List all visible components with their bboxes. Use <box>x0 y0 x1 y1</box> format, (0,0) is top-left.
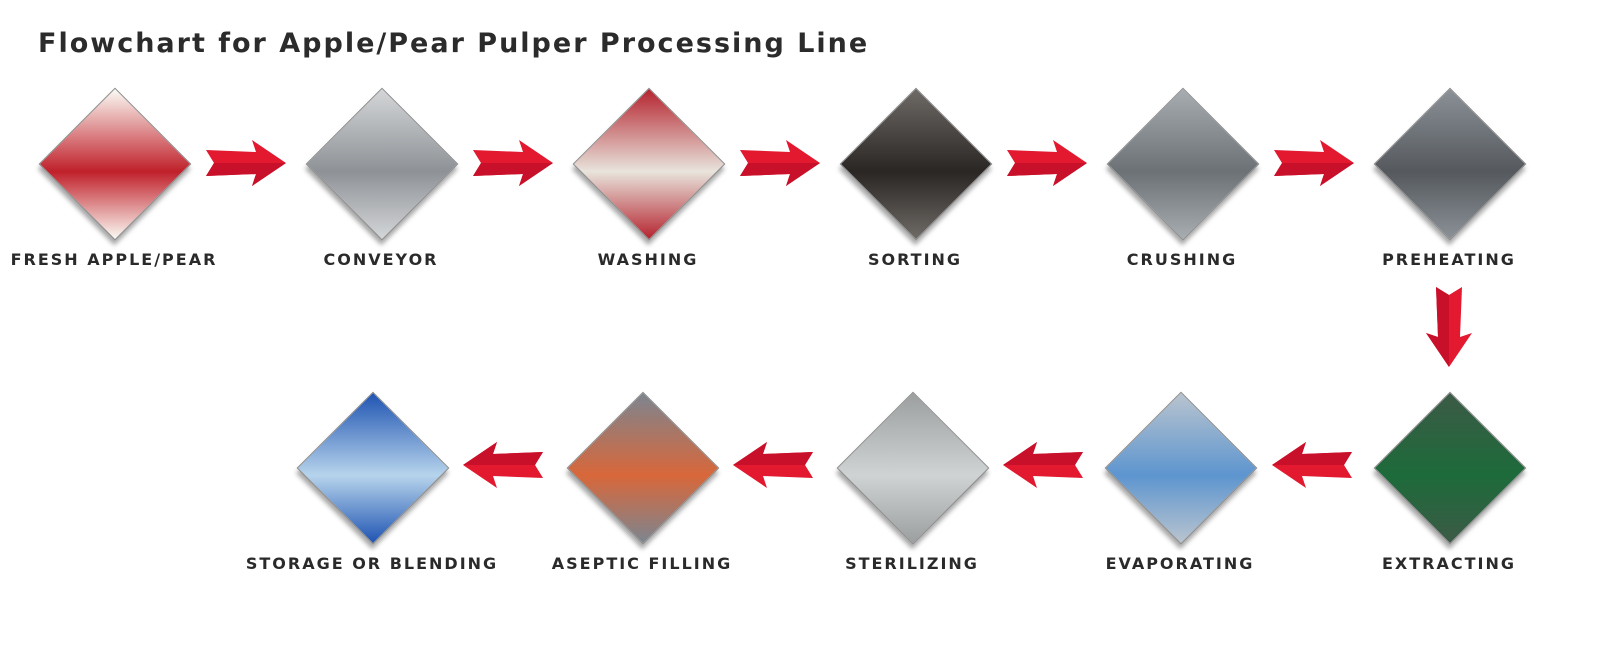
step-label: EXTRACTING <box>1381 554 1516 573</box>
step-image-frame <box>836 391 990 545</box>
extracting-photo <box>1373 391 1527 545</box>
storage-drums-photo <box>296 391 450 545</box>
arrow-right-icon <box>473 138 553 188</box>
page-title: Flowchart for Apple/Pear Pulper Processi… <box>38 28 870 59</box>
conveyor-photo <box>305 87 459 241</box>
step-label: STORAGE OR BLENDING <box>245 554 499 573</box>
flow-step: EVAPORATING <box>1100 391 1260 592</box>
step-image-frame <box>1373 391 1527 545</box>
arrow-left-icon <box>1003 440 1083 490</box>
flow-step: SORTING <box>835 87 995 288</box>
step-image-frame <box>839 87 993 241</box>
step-image-frame <box>1104 391 1258 545</box>
step-image-frame <box>566 391 720 545</box>
arrow-left-icon <box>1272 440 1352 490</box>
step-image-frame <box>1373 87 1527 241</box>
step-label: FRESH APPLE/PEAR <box>10 250 218 269</box>
crushing-photo <box>1106 87 1260 241</box>
flow-step: ASEPTIC FILLING <box>552 391 730 592</box>
step-label: SORTING <box>867 250 963 269</box>
flow-step: PREHEATING <box>1369 87 1529 288</box>
flow-step: CRUSHING <box>1102 87 1262 288</box>
aseptic-filling-photo <box>566 391 720 545</box>
washing-photo <box>572 87 726 241</box>
arrow-left-icon <box>463 440 543 490</box>
arrow-right-icon <box>206 138 286 188</box>
flow-step: STORAGE OR BLENDING <box>246 391 496 592</box>
step-label: PREHEATING <box>1382 250 1516 269</box>
step-image-frame <box>572 87 726 241</box>
sterilizing-photo <box>836 391 990 545</box>
step-image-frame <box>305 87 459 241</box>
flow-step: FRESH APPLE/PEAR <box>11 87 215 288</box>
step-image-frame <box>1106 87 1260 241</box>
step-label: ASEPTIC FILLING <box>551 554 733 573</box>
arrow-right-icon <box>1274 138 1354 188</box>
flow-step: WASHING <box>568 87 728 288</box>
flow-step: CONVEYOR <box>301 87 461 288</box>
arrow-down-icon <box>1424 287 1474 367</box>
step-label: STERILIZING <box>845 554 979 573</box>
arrow-left-icon <box>733 440 813 490</box>
preheating-photo <box>1373 87 1527 241</box>
step-image-frame <box>296 391 450 545</box>
flow-step: STERILIZING <box>832 391 992 592</box>
evaporating-photo <box>1104 391 1258 545</box>
arrow-right-icon <box>1007 138 1087 188</box>
step-label: CONVEYOR <box>323 250 439 269</box>
step-label: WASHING <box>597 250 699 269</box>
step-image-frame <box>38 87 192 241</box>
fruit-photo <box>38 87 192 241</box>
flow-step: EXTRACTING <box>1369 391 1529 592</box>
step-label: EVAPORATING <box>1105 554 1255 573</box>
sorting-photo <box>839 87 993 241</box>
step-label: CRUSHING <box>1126 250 1238 269</box>
arrow-right-icon <box>740 138 820 188</box>
